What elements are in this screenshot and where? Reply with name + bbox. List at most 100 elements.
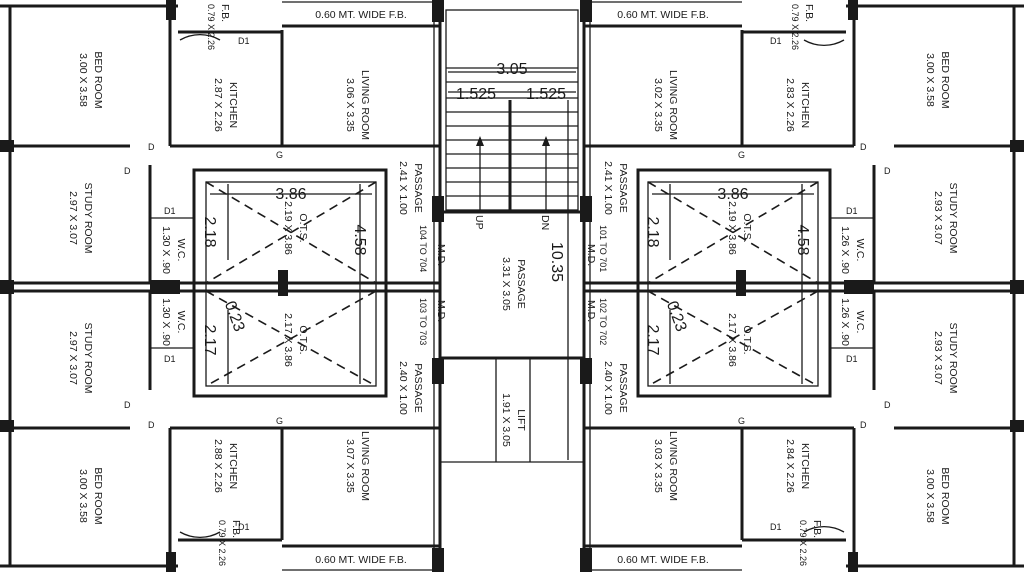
main-door-br: M.D.: [585, 300, 597, 322]
room-size: 1.91 X 3.05: [500, 393, 512, 447]
room-size: 2.88 X 2.26: [212, 439, 224, 493]
flat-number-tr: 101 TO 701: [598, 225, 608, 272]
room-name: STUDY ROOM: [947, 183, 959, 254]
room-name: KITCHEN: [227, 82, 239, 128]
dim-stair-half-r: 1.525: [526, 86, 566, 103]
room-name: F.B.: [219, 4, 231, 22]
fb-strip-bl: 0.60 MT. WIDE F.B.: [315, 554, 407, 566]
room-bed-tr: BED ROOM 3.00 X 3.58: [924, 51, 951, 108]
room-kitchen-tr: KITCHEN 2.83 X 2.26: [784, 78, 811, 132]
room-wc-tl: W.C. 1.30 X .90: [160, 226, 187, 274]
room-bed-tl: BED ROOM 3.00 X 3.58: [77, 51, 104, 108]
dim-ots-bot-h-l: 2.17: [201, 324, 218, 355]
room-size: 3.00 X 3.58: [924, 469, 936, 523]
room-size: 3.02 X 3.35: [652, 78, 664, 132]
flat-number-bl: 103 TO 703: [418, 298, 428, 345]
room-name: STUDY ROOM: [947, 323, 959, 394]
room-name: F.B.: [803, 4, 815, 22]
room-size: 2.84 X 2.26: [784, 439, 796, 493]
fb-strip-tl: 0.60 MT. WIDE F.B.: [315, 9, 407, 21]
room-size: 1.30 X .90: [160, 298, 172, 346]
room-name: BED ROOM: [92, 51, 104, 108]
room-name: W.C.: [175, 311, 187, 334]
room-size: 0.79 X 2.26: [206, 4, 216, 50]
room-name: PASSAGE: [617, 163, 629, 212]
door-g: G: [738, 150, 745, 160]
room-name: STUDY ROOM: [82, 183, 94, 254]
door-d: D: [860, 420, 867, 430]
door-d: D: [884, 166, 891, 176]
stair-dn-label: DN: [539, 215, 551, 230]
room-size: 2.97 X 3.07: [67, 191, 79, 245]
dim-ots-top-h-l: 2.18: [201, 216, 218, 247]
room-wc-bl: W.C. 1.30 X .90: [160, 298, 187, 346]
room-size: 3.00 X 3.58: [77, 469, 89, 523]
room-name: BED ROOM: [939, 467, 951, 524]
room-name: LIVING ROOM: [359, 431, 371, 501]
ots-label-bot-l: O.T.S.: [297, 325, 309, 354]
dim-ots-width-l: 3.86: [275, 186, 306, 203]
room-lift: LIFT 1.91 X 3.05: [500, 393, 527, 447]
room-name: KITCHEN: [799, 82, 811, 128]
room-size: 0.79 X 2.26: [217, 520, 227, 566]
main-door-tr: M.D.: [585, 244, 597, 266]
room-name: BED ROOM: [92, 467, 104, 524]
room-name: KITCHEN: [227, 443, 239, 489]
room-name: BED ROOM: [939, 51, 951, 108]
room-name: PASSAGE: [617, 363, 629, 412]
stair-up-label: UP: [473, 215, 485, 230]
room-fb-br: F.B. 0.79 X 2.26: [798, 520, 823, 566]
room-size: 2.40 X 1.00: [602, 361, 614, 415]
room-name: PASSAGE: [412, 363, 424, 412]
dim-ots-bot-h-r: 2.17: [644, 324, 661, 355]
door-d1: D1: [770, 36, 782, 46]
door-d1: D1: [846, 354, 858, 364]
ots-label-bot-r: O.T.S.: [741, 325, 753, 354]
door-d: D: [124, 400, 131, 410]
door-g: G: [738, 416, 745, 426]
room-size: 2.97 X 3.07: [67, 331, 79, 385]
door-d: D: [860, 142, 867, 152]
dim-core-height: 10.35: [548, 242, 565, 282]
dim-ots-total-r: 4.58: [794, 224, 811, 255]
door-g: G: [276, 416, 283, 426]
room-name: PASSAGE: [515, 259, 527, 308]
room-size: 2.40 X 1.00: [397, 361, 409, 415]
room-size: 3.07 X 3.35: [344, 439, 356, 493]
room-fb-tl: F.B. 0.79 X 2.26: [206, 4, 231, 50]
dim-ots-total-l: 4.58: [351, 224, 368, 255]
room-name: W.C.: [854, 239, 866, 262]
room-name: F.B.: [230, 520, 242, 538]
room-name: W.C.: [175, 239, 187, 262]
room-size: 3.31 X 3.05: [500, 257, 512, 311]
room-size: 3.00 X 3.58: [924, 53, 936, 107]
room-name: LIFT: [515, 409, 527, 431]
room-passage-bl: PASSAGE 2.40 X 1.00: [397, 361, 424, 415]
room-kitchen-bl: KITCHEN 2.88 X 2.26: [212, 439, 239, 493]
dim-ots-top-h-r: 2.18: [644, 216, 661, 247]
ots-label-top-r: O.T.S.: [741, 213, 753, 242]
room-size: 3.06 X 3.35: [344, 78, 356, 132]
room-size: 1.26 X .90: [839, 226, 851, 274]
room-name: PASSAGE: [412, 163, 424, 212]
room-study-bl: STUDY ROOM 2.97 X 3.07: [67, 323, 94, 394]
room-living-tr: LIVING ROOM 3.02 X 3.35: [652, 70, 679, 140]
main-door-bl: M.D.: [435, 300, 447, 322]
room-kitchen-tl: KITCHEN 2.87 X 2.26: [212, 78, 239, 132]
ots-size-bot-r: 2.17 X 3.86: [726, 313, 738, 367]
ots-size-bot-l: 2.17 X 3.86: [282, 313, 294, 367]
ots-label-top-l: O.T.S.: [297, 213, 309, 242]
room-name: LIVING ROOM: [667, 431, 679, 501]
room-passage-center: PASSAGE 3.31 X 3.05: [500, 257, 527, 311]
room-name: STUDY ROOM: [82, 323, 94, 394]
room-name: LIVING ROOM: [359, 70, 371, 140]
ots-right: [636, 168, 832, 398]
room-size: 2.93 X 3.07: [932, 331, 944, 385]
room-size: 0.79 X 2.26: [798, 520, 808, 566]
main-door-tl: M.D.: [435, 244, 447, 266]
room-wc-br: W.C. 1.26 X .90: [839, 298, 866, 346]
room-bed-bl: BED ROOM 3.00 X 3.58: [77, 467, 104, 524]
